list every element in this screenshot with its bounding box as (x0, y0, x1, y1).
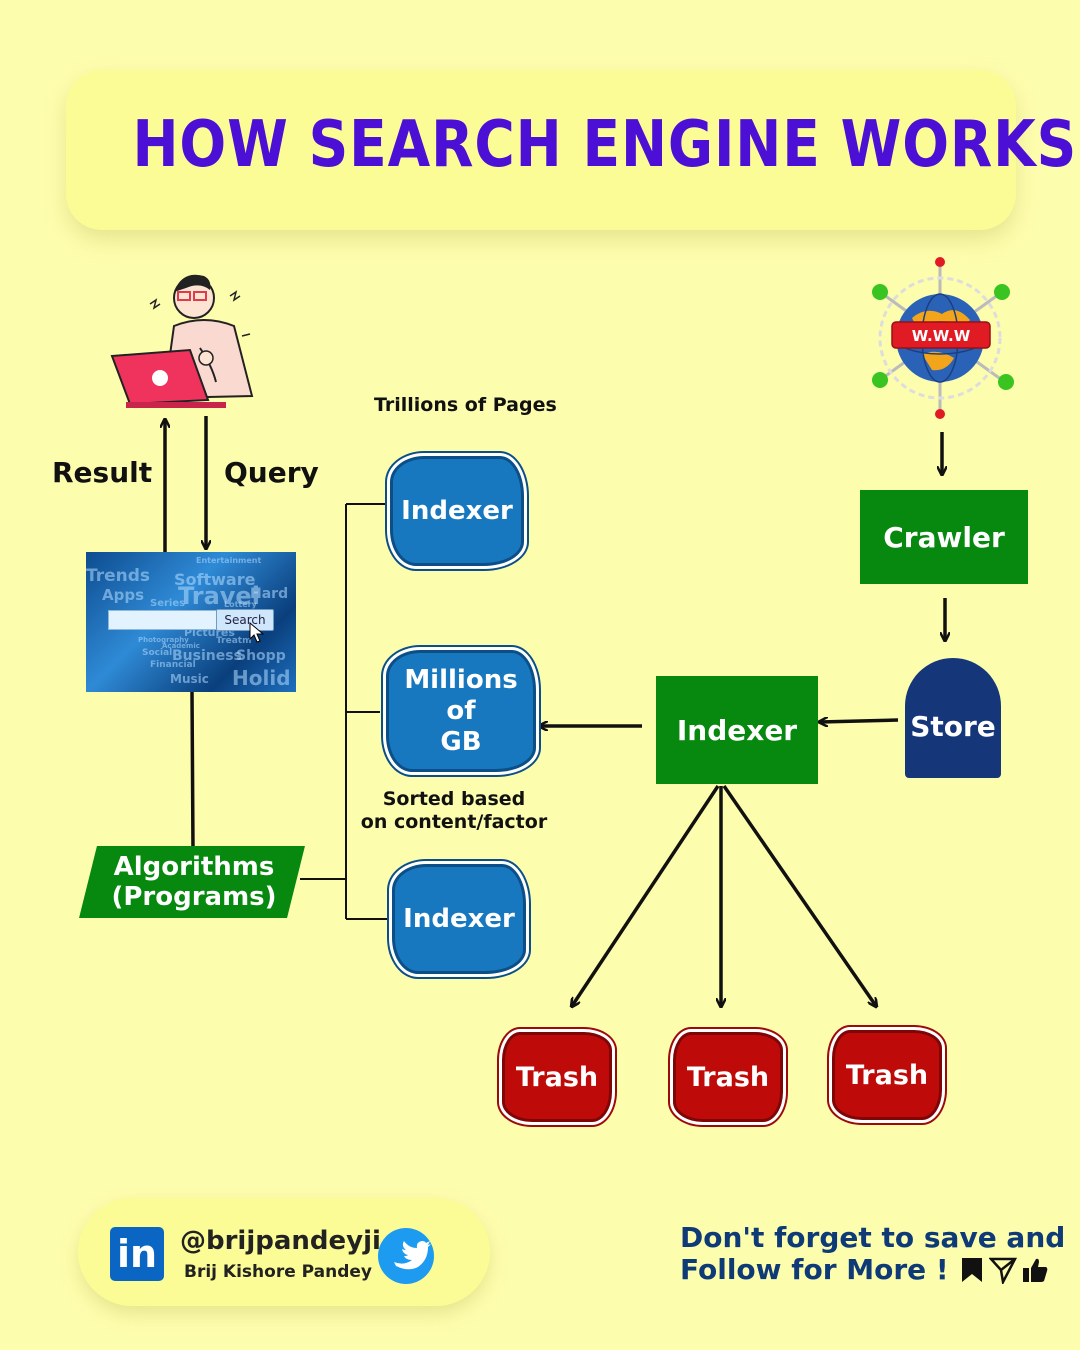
image-word: Shopp (236, 648, 286, 664)
linkedin-icon[interactable]: in (110, 1227, 164, 1281)
image-word: Holid (232, 666, 291, 690)
www-text: W.W.W (912, 327, 971, 345)
crawler-node: Crawler (860, 490, 1028, 584)
store-to-indexer-arrow (820, 720, 899, 722)
millions-of-gb-node: Millions of GB (386, 650, 536, 772)
image-word: Photography (138, 636, 189, 644)
search-button[interactable]: Search (216, 609, 274, 631)
trash-node-1: Trash (502, 1032, 612, 1122)
image-word: Series (150, 598, 186, 609)
image-word: Financial (150, 660, 196, 670)
title-banner (66, 70, 1016, 230)
query-label: Query (224, 456, 319, 489)
image-word: Business (172, 648, 242, 664)
search-engine-image: Trends Software Apps Travel Hard Series … (86, 552, 296, 692)
algorithms-label: Algorithms (Programs) (111, 852, 277, 912)
image-word: Treatm (216, 636, 252, 646)
indexer-top-node: Indexer (390, 456, 524, 566)
image-word: Entertainment (196, 556, 262, 565)
cursor-icon (249, 622, 265, 643)
trash-arrow-3 (722, 785, 876, 1006)
image-word: Lottery (224, 600, 257, 609)
send-icon[interactable] (988, 1256, 1017, 1284)
twitter-bird-icon (394, 1241, 431, 1270)
thumbs-up-icon[interactable] (1021, 1256, 1049, 1284)
trash-node-2: Trash (673, 1032, 783, 1122)
www-globe-icon: W.W.W (872, 257, 1014, 419)
trash-node-3: Trash (832, 1030, 942, 1120)
cta-text: Don't forget to save and Follow for More… (680, 1221, 1066, 1286)
sorted-label: Sorted based on content/factor (360, 788, 548, 833)
store-node: Store (905, 658, 1001, 778)
image-word: Hard (250, 586, 289, 602)
indexer-main-node: Indexer (656, 676, 818, 784)
indexer-bottom-node: Indexer (392, 864, 526, 974)
twitter-icon[interactable] (378, 1228, 434, 1284)
result-label: Result (52, 456, 153, 489)
trash-arrow-1 (572, 785, 720, 1006)
search-input[interactable] (108, 610, 218, 630)
image-word: Software (174, 570, 256, 589)
user-laptop-illustration (110, 274, 254, 408)
image-word: Social (142, 648, 173, 658)
image-word: Trends (86, 566, 151, 586)
image-word: Music (170, 672, 209, 686)
image-word: Academic (162, 642, 200, 650)
trillions-label: Trillions of Pages (374, 394, 557, 416)
social-handle: @brijpandeyji (180, 1226, 381, 1256)
image-word: Apps (102, 586, 145, 604)
author-name: Brij Kishore Pandey (184, 1262, 373, 1282)
image-word: Travel (178, 582, 260, 610)
page-title: HOW SEARCH ENGINE WORKS (132, 108, 1078, 182)
bookmark-icon[interactable] (959, 1256, 985, 1284)
